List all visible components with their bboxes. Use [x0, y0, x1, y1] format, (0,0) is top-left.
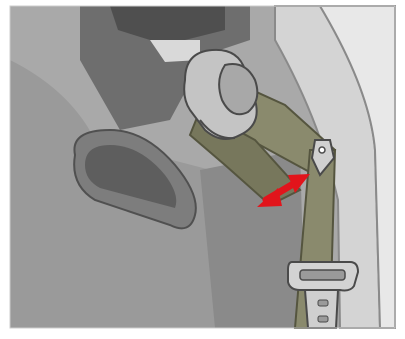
- anchor-bolt: [319, 147, 325, 153]
- latch-hole-upper: [318, 300, 328, 306]
- latch-slot: [300, 270, 345, 280]
- latch-hole-lower: [318, 316, 328, 322]
